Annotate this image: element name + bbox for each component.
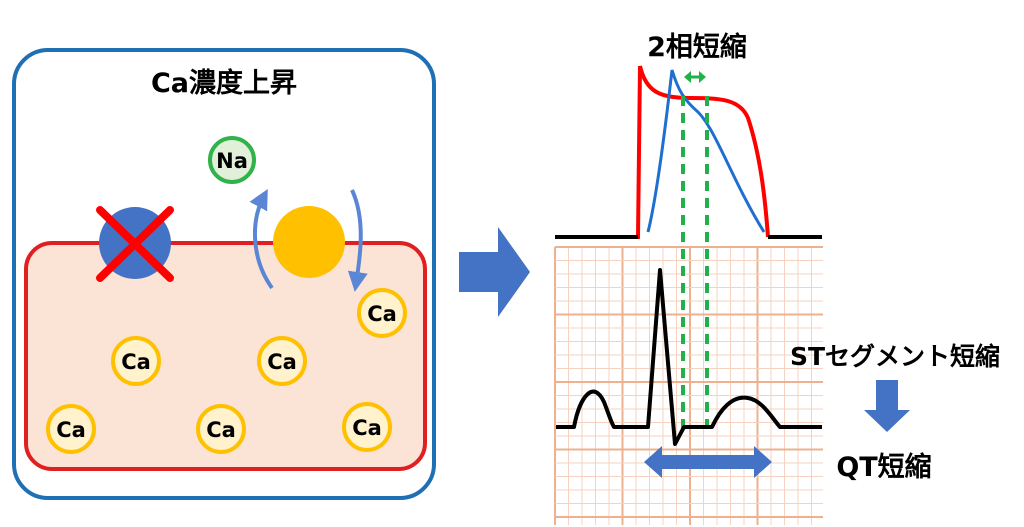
ca-ion-label: Ca	[267, 350, 297, 374]
ca-ion-label: Ca	[206, 418, 236, 442]
qt-double-arrow-icon	[644, 446, 772, 478]
cell-membrane	[24, 241, 427, 471]
ca-ion: Ca	[257, 336, 307, 386]
phase2-double-arrow-icon	[684, 71, 706, 83]
ca-ion-label: Ca	[352, 416, 382, 440]
transition-arrow	[459, 227, 530, 317]
flow-arrow-na-out	[249, 188, 274, 290]
na-ion-label: Na	[216, 149, 248, 173]
ca-ion-label: Ca	[121, 350, 151, 374]
exchanger-circle	[273, 206, 345, 278]
ca-ion: Ca	[357, 288, 407, 338]
ca-ion: Ca	[111, 336, 161, 386]
action-potential-short	[646, 69, 766, 233]
ecg-grid	[554, 246, 823, 525]
action-potential-normal-plateau	[638, 65, 770, 238]
block-x-icon	[96, 206, 174, 282]
ca-ion: Ca	[46, 404, 96, 454]
ca-ion-label: Ca	[367, 302, 397, 326]
down-arrow	[864, 380, 910, 432]
na-ion	[208, 136, 256, 184]
flow-arrow-ca-in	[347, 189, 368, 292]
ca-ion: Ca	[342, 402, 392, 452]
phase2-label: 2相短縮	[647, 31, 747, 63]
ca-ion-label: Ca	[56, 418, 86, 442]
cell-panel-title: Ca濃度上昇	[151, 67, 297, 99]
st-segment-label: STセグメント短縮	[790, 342, 1000, 371]
ca-ion: Ca	[196, 404, 246, 454]
action-potential-normal	[555, 65, 642, 239]
qt-label: QT短縮	[836, 451, 931, 483]
ecg-waveform	[556, 268, 822, 446]
